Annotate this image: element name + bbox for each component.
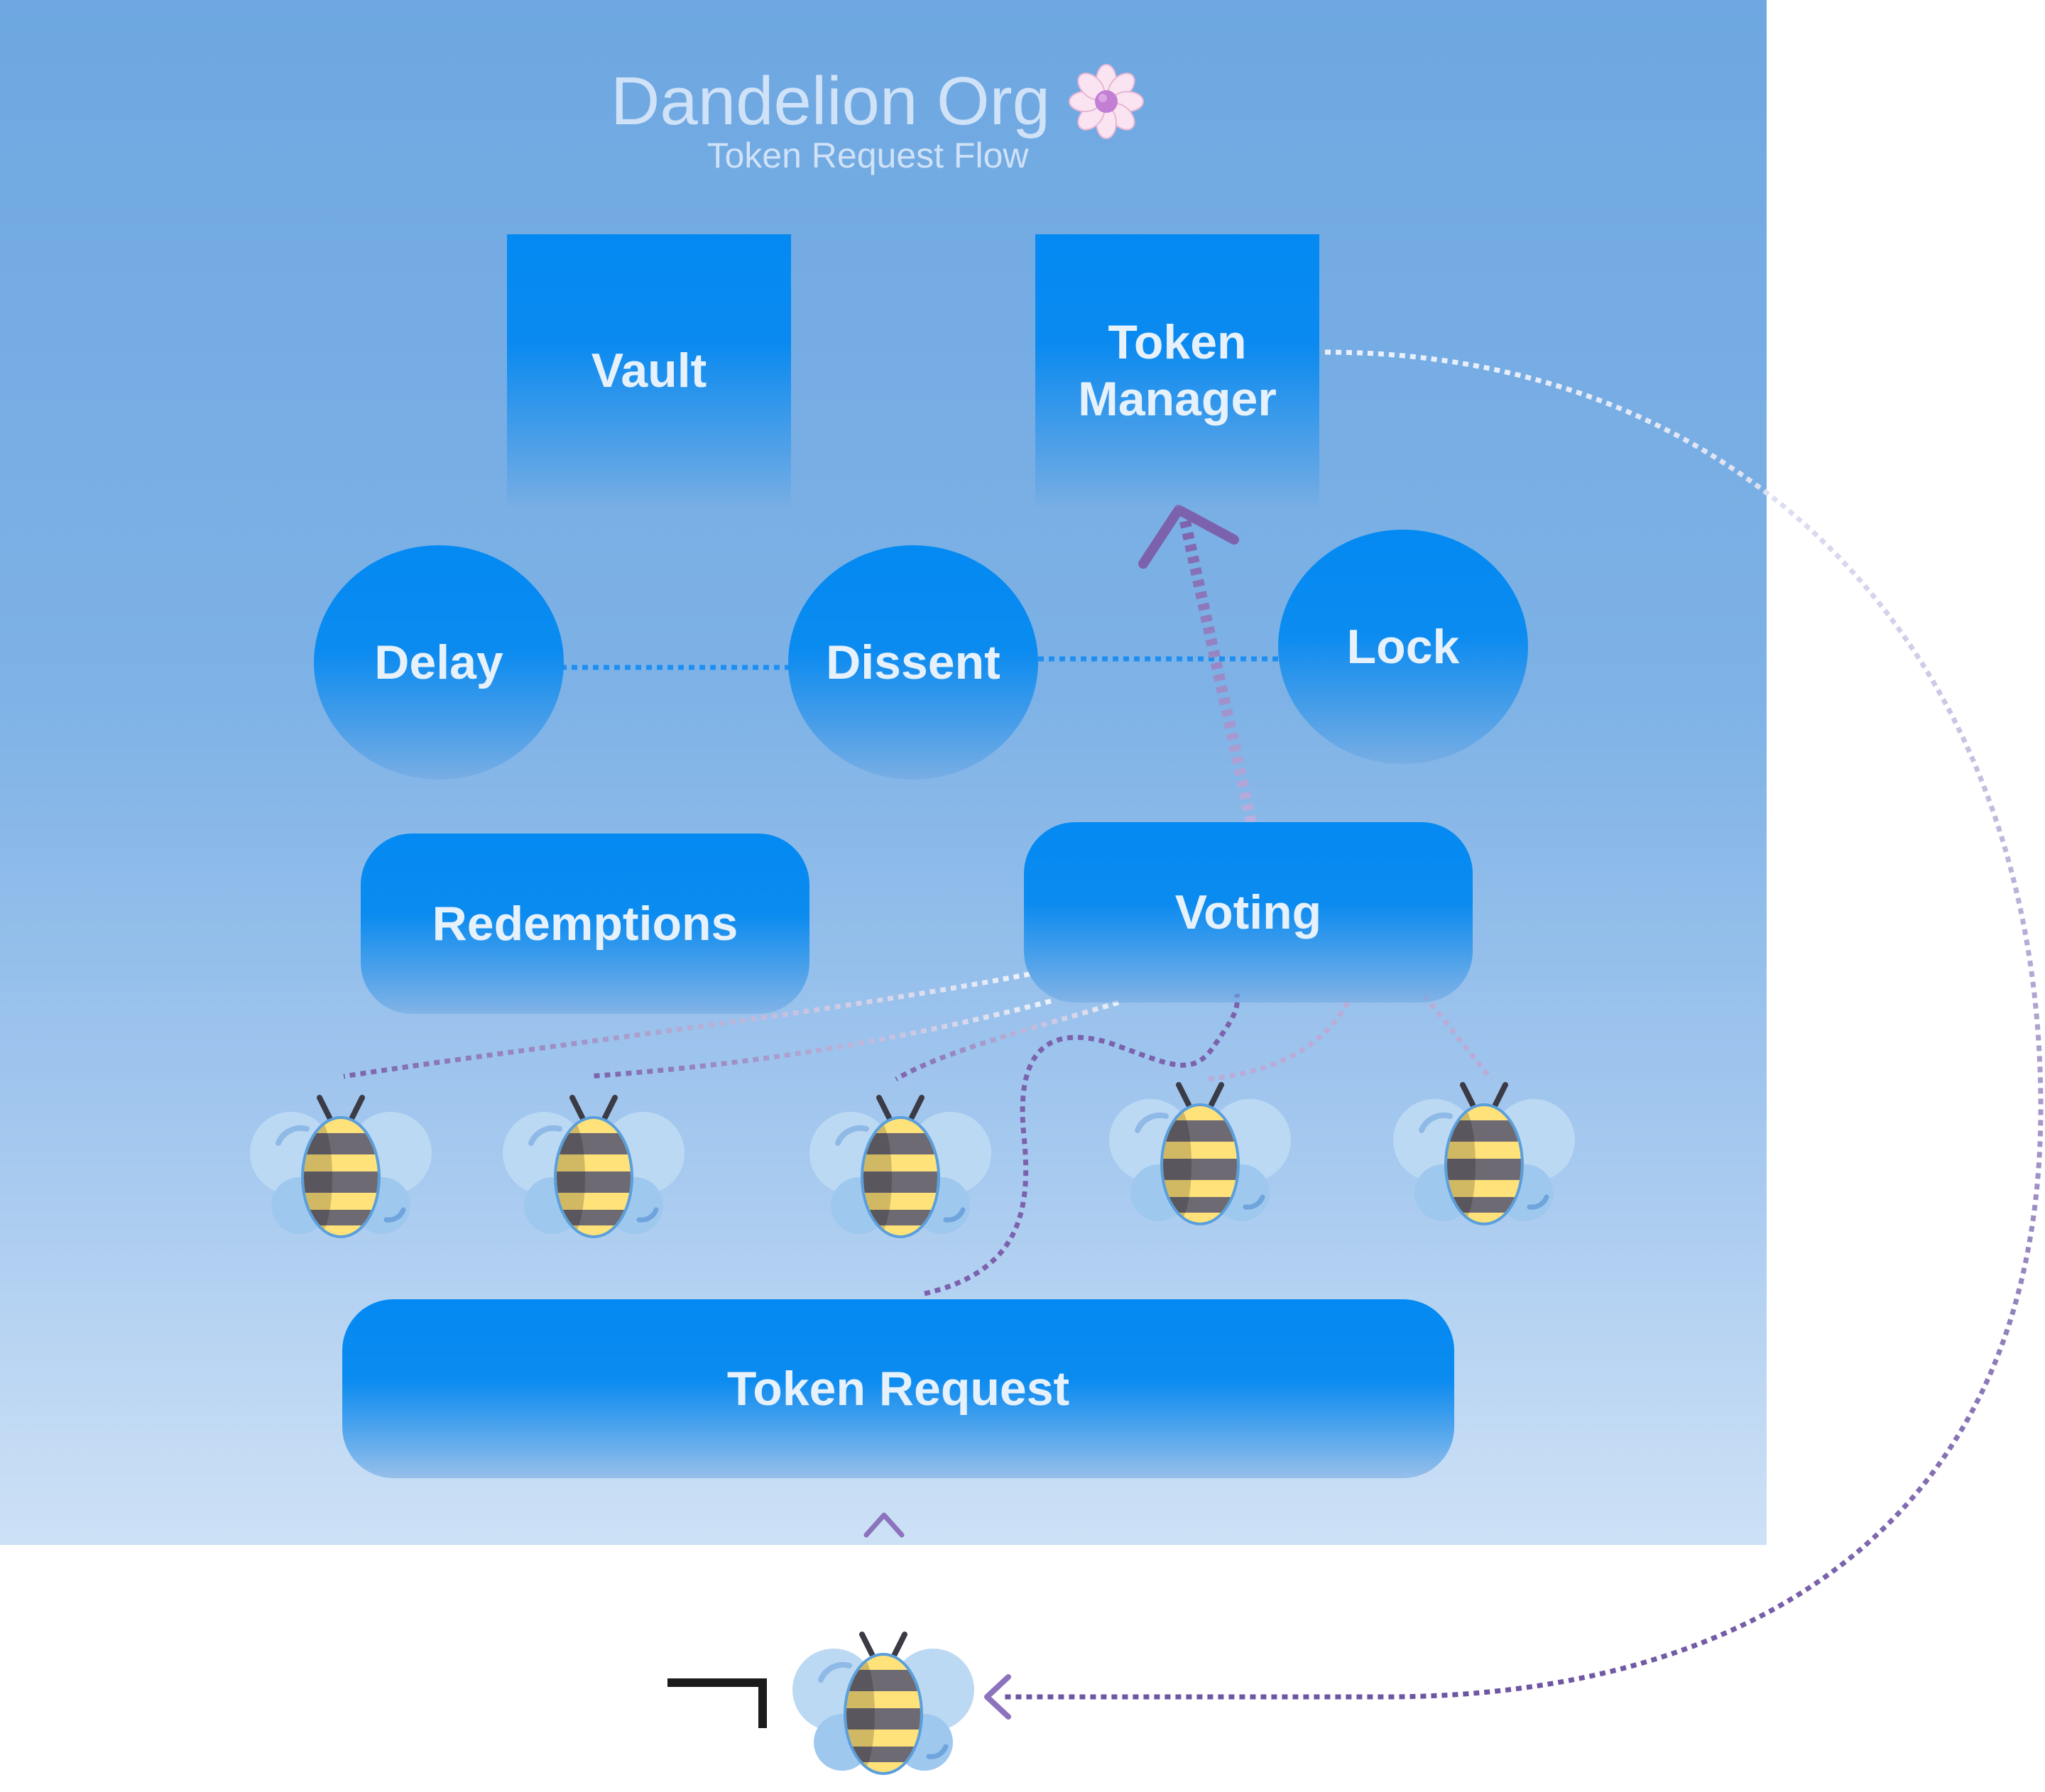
token-manager-label: Token Manager [1078, 314, 1277, 427]
bee-icon [250, 1095, 432, 1238]
token-manager-arrowhead [1138, 505, 1239, 569]
bee-icon [809, 1095, 991, 1238]
token-request-arrowhead [863, 1512, 905, 1538]
title-text: Dandelion Org [611, 63, 1051, 139]
dissent-node[interactable]: Dissent [788, 545, 1038, 780]
bee-icon [503, 1095, 685, 1238]
token-manager-to-requester-link [1003, 349, 2044, 1700]
lock-label: Lock [1346, 619, 1460, 674]
bee-icon [1109, 1082, 1291, 1225]
vault-label: Vault [591, 343, 707, 398]
vote-link-bee-1 [343, 971, 1030, 1079]
subtitle-text: Token Request Flow [707, 136, 1029, 175]
voting-to-token-manager-link [1179, 517, 1257, 824]
voting-node[interactable]: Voting [1024, 822, 1473, 1002]
flower-icon [1069, 64, 1145, 139]
voting-label: Voting [1174, 885, 1322, 939]
vote-link-bee-4 [1206, 1001, 1351, 1082]
token-manager-node[interactable]: Token Manager [1035, 234, 1319, 507]
redemptions-label: Redemptions [432, 896, 738, 951]
token-manager-label-line2: Manager [1078, 372, 1277, 426]
requester-bee-icon [792, 1632, 974, 1775]
vote-link-bee-3 [895, 1000, 1120, 1082]
lock-node[interactable]: Lock [1278, 530, 1528, 764]
requester-arrowhead [984, 1674, 1011, 1720]
bracket-icon [667, 1678, 767, 1728]
dissent-label: Dissent [826, 635, 1000, 689]
token-request-to-voting-link [924, 993, 1240, 1296]
page-title: Dandelion Org [611, 55, 1145, 148]
token-request-node[interactable]: Token Request [342, 1299, 1454, 1478]
token-manager-label-line1: Token [1108, 315, 1247, 369]
vote-link-bee-2 [589, 998, 1052, 1079]
token-request-label: Token Request [726, 1361, 1070, 1416]
vault-node[interactable]: Vault [507, 234, 791, 507]
page-subtitle: Token Request Flow [0, 135, 1765, 176]
delay-label: Delay [374, 635, 503, 689]
vote-link-bee-5 [1422, 993, 1493, 1081]
delay-node[interactable]: Delay [314, 545, 564, 780]
redemptions-node[interactable]: Redemptions [361, 834, 809, 1014]
bee-icon [1393, 1082, 1575, 1225]
